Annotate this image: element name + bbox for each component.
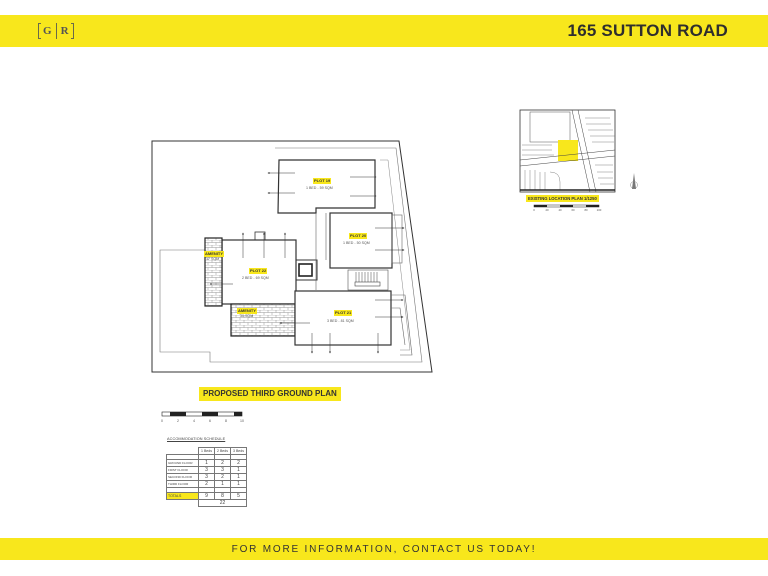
amenity-2-label: AMENITY — [237, 308, 257, 314]
svg-text:100: 100 — [597, 208, 602, 212]
plot-22-detail: 2 BED - 69 SQM — [242, 276, 269, 280]
logo-letter-r: R — [60, 25, 69, 37]
floor-plan-scale-bar: 0 2 4 6 8 10 — [161, 411, 244, 423]
floor-plan-title: PROPOSED THIRD GROUND PLAN — [199, 387, 341, 401]
col-header: 1 Beds — [198, 447, 215, 455]
amenity-1-label: AMENITY — [204, 251, 224, 257]
svg-text:10: 10 — [240, 419, 244, 423]
amenity-2-detail: 30 SQM — [240, 314, 254, 318]
grand-total-row: 22 — [167, 499, 247, 507]
north-arrow-icon — [630, 173, 638, 189]
plot-20-detail: 1 BED - 50 SQM — [343, 241, 370, 245]
plot-20-label: PLOT 20 — [349, 233, 368, 239]
col-header: 2 Beds — [214, 447, 231, 455]
plot-22-label: PLOT 22 — [249, 268, 268, 274]
location-map: 0 20 40 60 80 100 — [519, 109, 638, 212]
svg-text:20: 20 — [545, 208, 549, 212]
table-row: FIRST FLOOR 3 3 1 — [166, 466, 247, 474]
schedule-title: ACCOMMODATION SCHEDULE — [167, 437, 226, 441]
plot-19-detail: 1 BED - 59 SQM — [306, 186, 333, 190]
svg-text:4: 4 — [193, 419, 195, 423]
table-row: GROUND FLOOR 1 2 2 — [166, 459, 247, 467]
table-row: THIRD FLOOR 2 1 1 — [166, 480, 247, 488]
location-plan-title: EXISTING LOCATION PLAN 1/1250 — [526, 195, 599, 202]
totals-row: TOTALS 9 8 5 — [166, 492, 247, 500]
page-title: 165 SUTTON ROAD — [567, 21, 728, 40]
svg-text:60: 60 — [571, 208, 575, 212]
table-row: SECOND FLOOR 3 2 1 — [166, 473, 247, 481]
header-bar: G R 165 SUTTON ROAD — [0, 15, 768, 47]
contact-cta[interactable]: FOR MORE INFORMATION, CONTACT US TODAY! — [231, 543, 537, 555]
col-header: 3 Beds — [230, 447, 247, 455]
logo-letter-g: G — [43, 25, 52, 37]
plot-21-label: PLOT 21 — [334, 310, 353, 316]
plot-19-label: PLOT 19 — [313, 178, 332, 184]
plot-21-detail: 3 BED - 81 SQM — [327, 319, 354, 323]
footer-bar[interactable]: FOR MORE INFORMATION, CONTACT US TODAY! — [0, 538, 768, 560]
gr-logo[interactable]: G R — [38, 22, 74, 40]
svg-text:80: 80 — [584, 208, 588, 212]
svg-text:40: 40 — [558, 208, 562, 212]
accommodation-schedule-table: 1 Beds 2 Beds 3 Beds GROUND FLOOR 1 2 2 … — [166, 447, 247, 507]
amenity-1-detail: 17 SQM — [206, 257, 220, 261]
table-header-row: 1 Beds 2 Beds 3 Beds — [167, 447, 247, 455]
svg-text:0: 0 — [161, 419, 163, 423]
svg-text:2: 2 — [177, 419, 179, 423]
svg-text:8: 8 — [225, 419, 227, 423]
svg-text:0: 0 — [533, 208, 535, 212]
svg-text:6: 6 — [209, 419, 211, 423]
